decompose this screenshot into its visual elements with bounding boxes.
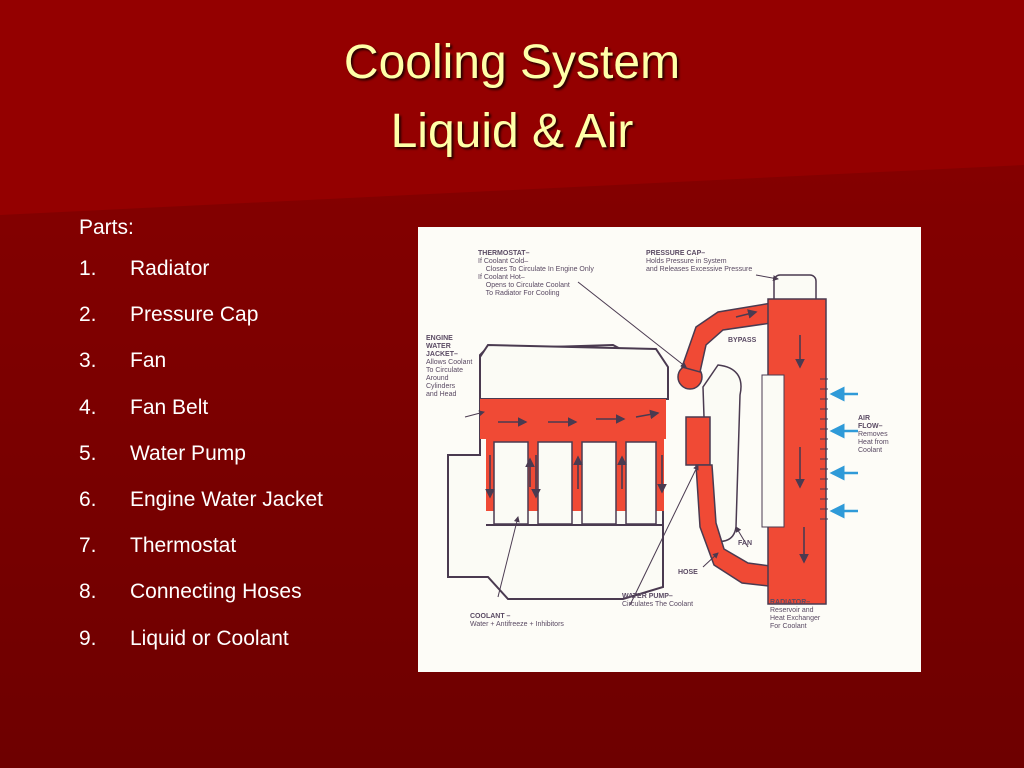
hose-label: HOSE — [678, 569, 698, 576]
list-number: 3. — [79, 349, 97, 373]
cooling-diagram-graphic — [447, 274, 858, 606]
list-number: 7. — [79, 534, 97, 558]
engine-water-jacket-label-body: Allows Coolant To Circulate Around Cylin… — [426, 359, 473, 398]
list-item: 5. Water Pump — [79, 431, 323, 477]
list-item: 6. Engine Water Jacket — [79, 477, 323, 523]
air-flow-label-body: Removes Heat from Coolant — [858, 431, 889, 454]
thermostat-label-body: If Coolant Cold– Closes To Circulate In … — [478, 258, 594, 297]
list-label: Liquid or Coolant — [130, 626, 289, 650]
pressure-cap-label-body: Holds Pressure in System and Releases Ex… — [646, 258, 753, 273]
list-label: Radiator — [130, 257, 210, 280]
parts-heading: Parts: — [79, 216, 134, 239]
list-item: 9. Liquid or Coolant — [79, 616, 323, 662]
list-item: 3. Fan — [79, 338, 323, 384]
cylinders — [493, 441, 657, 525]
list-label: Fan Belt — [130, 395, 209, 419]
parts-list: Parts: 1. Radiator 2. Pressure Cap 3. Fan 4… — [79, 210, 323, 662]
air-flow-label-head: AIR FLOW– — [858, 415, 883, 430]
coolant-label: COOLANT –Water + Antifreeze + Inhibitors — [470, 613, 564, 629]
coolant-label-body: Water + Antifreeze + Inhibitors — [470, 621, 564, 628]
list-number: 1. — [79, 257, 97, 280]
thermostat-label: THERMOSTAT–If Coolant Cold– Closes To Ci… — [478, 250, 594, 298]
radiator-core — [761, 374, 785, 528]
water-pump-label-head: WATER PUMP– — [622, 593, 673, 600]
list-item: 4. Fan Belt — [79, 385, 323, 431]
bypass-label: BYPASS — [728, 337, 757, 344]
slide-title-line1: Cooling System — [343, 36, 681, 89]
water-pump — [685, 416, 711, 466]
cooling-system-diagram: THERMOSTAT–If Coolant Cold– Closes To Ci… — [418, 227, 921, 672]
thermostat-label-head: THERMOSTAT– — [478, 250, 530, 257]
leader-lines — [464, 274, 779, 606]
list-number: 5. — [79, 441, 97, 465]
head-water-jacket — [480, 399, 666, 439]
list-number: 9. — [79, 626, 97, 650]
list-item: 8. Connecting Hoses — [79, 569, 323, 615]
list-label: Pressure Cap — [130, 303, 259, 327]
radiator-label: RADIATOR–Reservoir and Heat Exchanger Fo… — [770, 599, 820, 631]
engine-water-jacket-label: ENGINE WATER JACKET–Allows Coolant To Ci… — [426, 335, 472, 399]
air-flow-arrows — [829, 386, 858, 519]
header-band — [0, 0, 1024, 215]
list-number: 4. — [79, 395, 97, 419]
water-pump-label: WATER PUMP–Circulates The Coolant — [622, 593, 693, 609]
block-flow-arrows — [485, 409, 667, 499]
radiator-label-body: Reservoir and Heat Exchanger For Coolant — [770, 607, 821, 630]
list-label: Fan — [130, 349, 167, 373]
list-item: 2. Pressure Cap — [79, 292, 323, 338]
coolant-label-head: COOLANT – — [470, 613, 511, 620]
list-item: 7. Thermostat — [79, 523, 323, 569]
air-flow-label: AIR FLOW–Removes Heat from Coolant — [858, 415, 889, 455]
list-number: 2. — [79, 303, 97, 327]
engine-water-jacket-label-head: ENGINE WATER JACKET– — [426, 335, 458, 358]
radiator-flow-arrows — [735, 309, 809, 564]
radiator-fins — [820, 378, 828, 520]
list-label: Thermostat — [130, 534, 237, 558]
list-item: 1. Radiator — [79, 246, 323, 292]
list-number: 8. — [79, 580, 97, 604]
list-label: Water Pump — [130, 441, 246, 465]
water-pump-label-body: Circulates The Coolant — [622, 601, 694, 608]
slide-title-line2: Liquid & Air — [390, 105, 634, 158]
valve-cover — [479, 343, 669, 400]
pressure-cap-label-head: PRESSURE CAP– — [646, 250, 706, 257]
pressure-cap-label: PRESSURE CAP–Holds Pressure in System an… — [646, 250, 752, 274]
list-label: Engine Water Jacket — [130, 487, 323, 511]
list-label: Connecting Hoses — [130, 580, 302, 604]
radiator-label-head: RADIATOR– — [770, 599, 811, 606]
fan-label: FAN — [738, 540, 752, 547]
list-number: 6. — [79, 487, 97, 511]
crankcase-line — [486, 524, 664, 526]
